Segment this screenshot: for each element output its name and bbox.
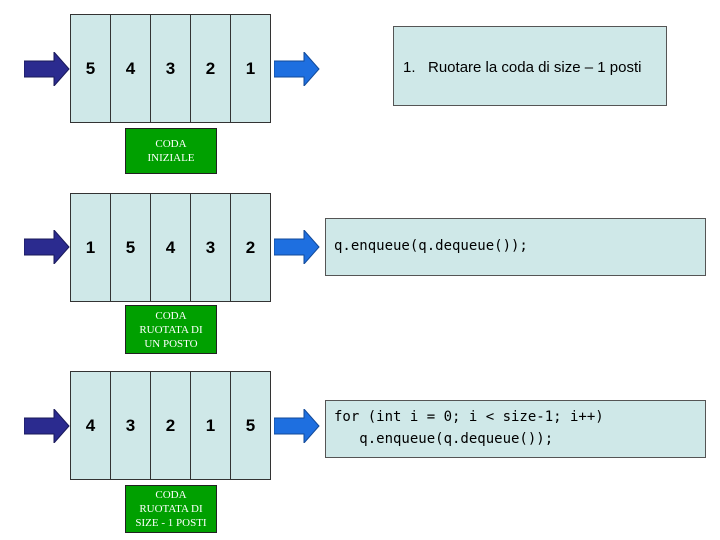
- queue-cell: 1: [245, 58, 256, 78]
- queue-label-rotated-one: CODA RUOTATA DI UN POSTO: [125, 305, 217, 354]
- queue-cell: 4: [71, 372, 111, 479]
- queue-cell: 5: [71, 15, 111, 122]
- queue-cell: 5: [245, 415, 256, 435]
- dequeue-arrow-icon: [274, 52, 320, 86]
- queue-rotated-one: 1 5 4 3 2: [70, 193, 271, 302]
- code-loop-line2: q.enqueue(q.dequeue());: [334, 431, 554, 447]
- queue-cell: 4: [111, 15, 151, 122]
- queue-cell: 3: [111, 372, 151, 479]
- queue-initial: 5 4 3 2 1: [70, 14, 271, 123]
- queue-label-initial: CODA INIZIALE: [125, 128, 217, 174]
- step-note-text: 1. Ruotare la coda di size – 1 posti: [403, 59, 642, 76]
- enqueue-arrow-icon: [24, 230, 70, 264]
- code-single-rotation: q.enqueue(q.dequeue());: [334, 238, 528, 254]
- enqueue-arrow-icon: [24, 409, 70, 443]
- queue-cell: 1: [71, 194, 111, 301]
- dequeue-arrow-icon: [274, 409, 320, 443]
- code-box-single: [325, 218, 706, 276]
- step-note-box: [393, 26, 667, 106]
- queue-label-rotated-size: CODA RUOTATA DI SIZE - 1 POSTI: [125, 485, 217, 533]
- queue-cell: 1: [191, 372, 231, 479]
- code-loop-line1: for (int i = 0; i < size-1; i++): [334, 409, 604, 425]
- queue-rotated-size-minus-one: 4 3 2 1 5: [70, 371, 271, 480]
- queue-cell: 3: [191, 194, 231, 301]
- queue-cell: 2: [245, 237, 256, 257]
- dequeue-arrow-icon: [274, 230, 320, 264]
- code-box-loop: [325, 400, 706, 458]
- queue-cell: 3: [151, 15, 191, 122]
- queue-cell: 5: [111, 194, 151, 301]
- queue-cell: 2: [191, 15, 231, 122]
- enqueue-arrow-icon: [24, 52, 70, 86]
- queue-cell: 2: [151, 372, 191, 479]
- queue-cell: 4: [151, 194, 191, 301]
